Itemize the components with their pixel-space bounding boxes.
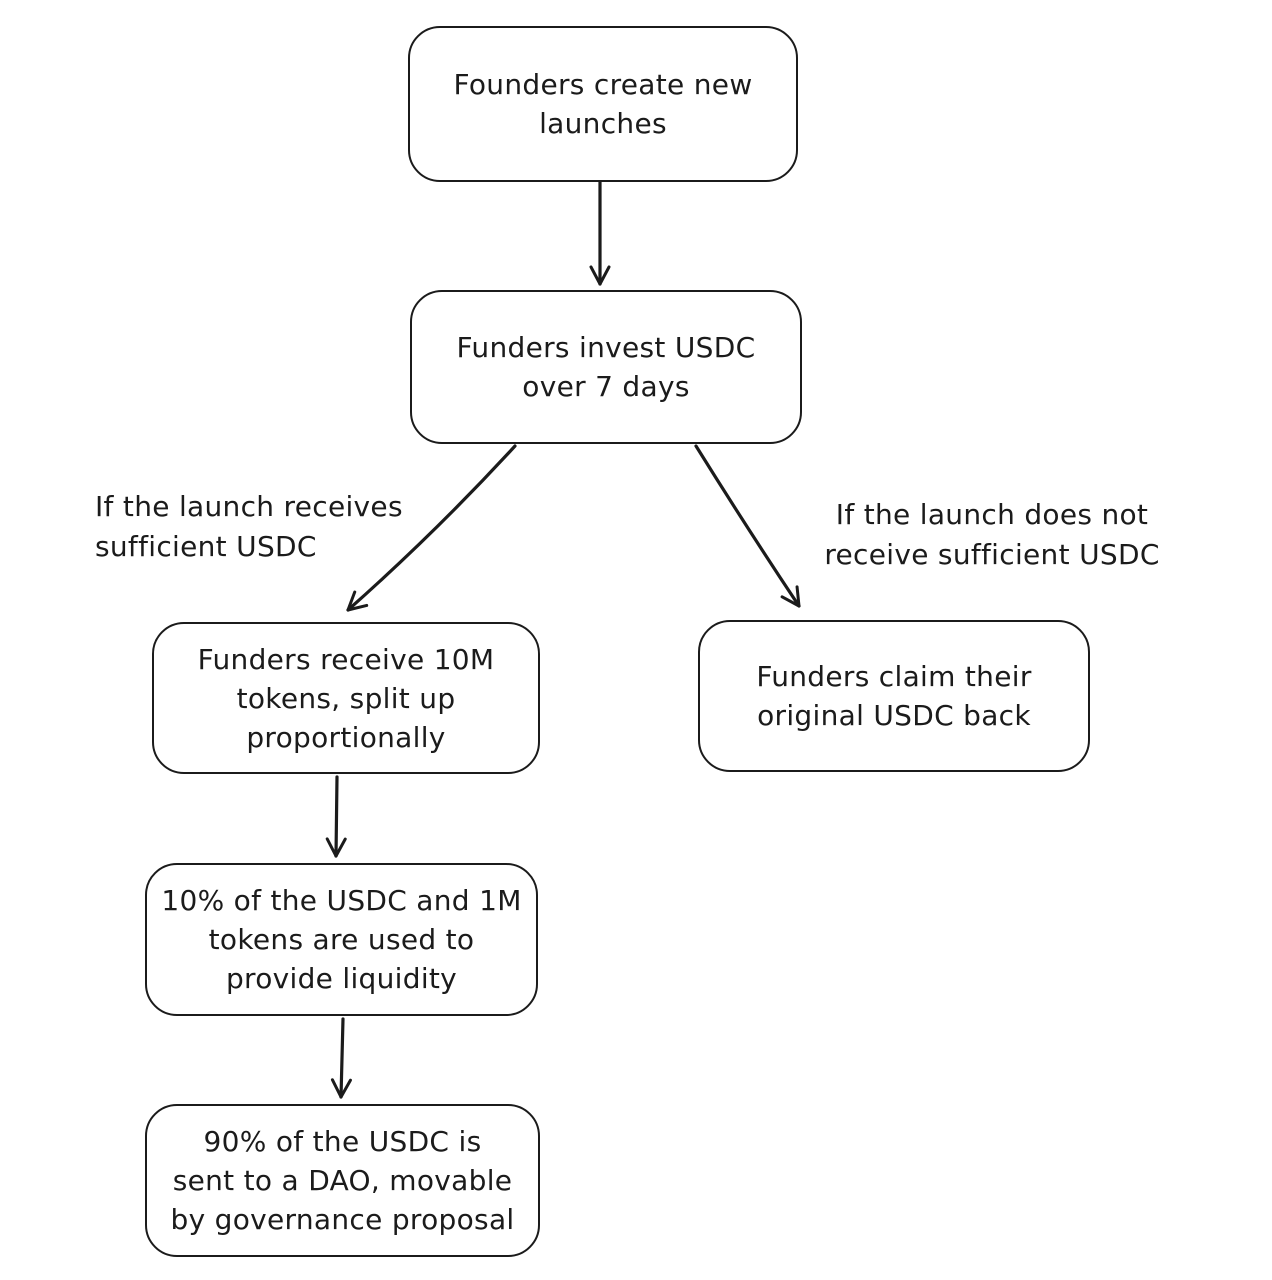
edge-invest-to-claim <box>694 444 801 608</box>
edge-label-sufficient-usdc: If the launch receives sufficient USDC <box>95 490 403 563</box>
node-funders-invest-usdc: Funders invest USDC over 7 days <box>410 290 802 444</box>
edge-label-insufficient-usdc: If the launch does not receive sufficien… <box>824 498 1160 571</box>
node-funders-receive-tokens: Funders receive 10M tokens, split up pro… <box>152 622 540 774</box>
edge-liquidity-to-dao <box>330 1017 352 1099</box>
node-founders-create-launches: Founders create new launches <box>408 26 798 182</box>
edge-tokens-to-liquidity <box>325 775 347 858</box>
node-liquidity-provision: 10% of the USDC and 1M tokens are used t… <box>145 863 538 1016</box>
node-usdc-to-dao: 90% of the USDC is sent to a DAO, movabl… <box>145 1104 540 1257</box>
node-funders-claim-usdc-back: Funders claim their original USDC back <box>698 620 1090 772</box>
